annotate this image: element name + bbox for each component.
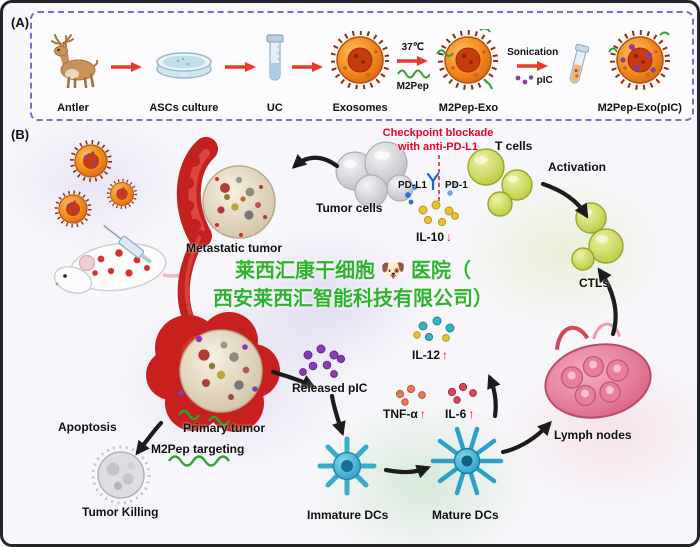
panel-a: Antler ASCs culture bbox=[30, 11, 694, 121]
activation-label: Activation bbox=[548, 160, 607, 174]
step-label-ascs: ASCs culture bbox=[149, 102, 219, 114]
il12-label: IL-12↑ bbox=[412, 348, 448, 362]
lymph-nodes-illustration bbox=[544, 322, 652, 419]
m2pep-exo-icon bbox=[436, 28, 500, 91]
tumor-cells-label: Tumor cells bbox=[316, 201, 383, 215]
released-pic-molecules bbox=[299, 344, 346, 378]
pic-label: pIC bbox=[536, 74, 553, 86]
arrow-right-icon bbox=[396, 55, 428, 66]
il10-label: IL-10↓ bbox=[416, 230, 452, 244]
antler-icon-box bbox=[42, 19, 104, 100]
arrow-right-icon bbox=[110, 61, 142, 72]
il10-molecules bbox=[418, 200, 459, 227]
checkpoint-line2: with anti-PD-L1 bbox=[397, 141, 479, 154]
pd-1-label: PD-1 bbox=[445, 180, 468, 191]
up-arrow-red: ↑ bbox=[419, 407, 426, 421]
lymph-nodes-label: Lymph nodes bbox=[554, 428, 632, 442]
immature-dcs-label: Immature DCs bbox=[307, 508, 389, 522]
m2pep-targeting-label: M2Pep targeting bbox=[151, 442, 245, 456]
arrow-2 bbox=[225, 19, 257, 114]
panel-a-label: (A) bbox=[11, 15, 30, 30]
il12-molecules bbox=[413, 316, 455, 342]
pd-1-dots bbox=[447, 182, 458, 196]
tumor-killing-illustration bbox=[91, 445, 151, 505]
arrow-3 bbox=[292, 19, 324, 114]
m2pep-exo-icon-box bbox=[436, 19, 500, 100]
primary-tumor-label: Primary tumor bbox=[183, 421, 266, 435]
immature-dc-illustration bbox=[317, 436, 377, 496]
m2pep-peptide-icon bbox=[396, 69, 430, 78]
sonication-tube-icon bbox=[569, 43, 590, 84]
il6-label: IL-6↑ bbox=[445, 407, 474, 421]
t-cells-label: T cells bbox=[495, 139, 533, 153]
watermark-line2: 西安莱西汇智能科技有限公司） bbox=[213, 288, 493, 310]
t-cells-illustration bbox=[467, 148, 533, 217]
tumor-cells-illustration bbox=[335, 141, 418, 208]
released-pic-label: Released pIC bbox=[292, 381, 368, 395]
step-m2pep-exo-pic: M2Pep-Exo(pIC) bbox=[598, 19, 682, 114]
m2pep-exo-pic-icon bbox=[607, 28, 673, 92]
exosome-particles-illustration bbox=[54, 140, 138, 228]
il12-text: IL-12 bbox=[412, 348, 441, 362]
arrow-1 bbox=[110, 19, 143, 114]
il6-molecules bbox=[447, 382, 477, 404]
apoptosis-label: Apoptosis bbox=[58, 420, 117, 434]
arrow-right-icon bbox=[225, 61, 257, 72]
exosome-icon bbox=[331, 31, 389, 89]
centrifuge-tube-icon bbox=[266, 33, 284, 81]
syringe-icon bbox=[103, 224, 152, 264]
step-label-antler: Antler bbox=[57, 102, 89, 114]
pic-molecule-icon bbox=[515, 75, 533, 85]
arrow-5-with-conditions: Sonication pIC bbox=[507, 19, 558, 114]
mature-dcs-label: Mature DCs bbox=[432, 508, 499, 522]
step-antler: Antler bbox=[42, 19, 104, 114]
exosome-icon-box bbox=[331, 19, 389, 100]
step-uc: UC bbox=[264, 19, 286, 114]
step-exosomes: Exosomes bbox=[331, 19, 389, 114]
down-arrow-red: ↓ bbox=[446, 230, 453, 244]
flow-arrows bbox=[135, 153, 618, 479]
arrow-right-icon bbox=[292, 61, 324, 72]
m2pep-label: M2Pep bbox=[396, 80, 429, 92]
watermark: 莱西汇康干细胞 🐶 医院（ 西安莱西汇智能科技有限公司） bbox=[113, 257, 593, 313]
mature-dc-illustration bbox=[430, 426, 504, 496]
step-ascs-culture: ASCs culture bbox=[149, 19, 218, 114]
sonication-label: Sonication bbox=[507, 47, 559, 58]
tnf-label: TNF-α↑ bbox=[383, 407, 426, 421]
anti-pd-l1-antibody-icon bbox=[426, 172, 440, 191]
petri-dish-icon bbox=[156, 51, 212, 79]
step-label-exosomes: Exosomes bbox=[332, 102, 388, 114]
tumor-killing-label: Tumor Killing bbox=[82, 505, 159, 519]
il6-text: IL-6 bbox=[445, 407, 467, 421]
up-arrow-red: ↑ bbox=[442, 348, 449, 362]
checkpoint-line1: Checkpoint blockade bbox=[382, 127, 494, 139]
petri-icon-box bbox=[152, 19, 216, 100]
checkpoint-blockade-label: Checkpoint blockade with anti-PD-L1 bbox=[368, 126, 508, 155]
arrow-4-with-conditions: 37℃ M2Pep bbox=[396, 19, 430, 114]
m2pep-exo-pic-icon-box bbox=[607, 19, 673, 100]
panel-b-art bbox=[53, 137, 652, 505]
deer-icon bbox=[51, 33, 99, 88]
il10-text: IL-10 bbox=[416, 230, 445, 244]
panel-b-label: (B) bbox=[11, 127, 30, 142]
sonication-tube-box bbox=[565, 19, 591, 114]
tnf-molecules bbox=[395, 384, 426, 406]
primary-tumor-illustration bbox=[146, 312, 280, 432]
m2pep-squiggle bbox=[168, 455, 230, 467]
tnf-text: TNF-α bbox=[383, 407, 418, 421]
temperature-label: 37℃ bbox=[401, 41, 424, 53]
up-arrow-red: ↑ bbox=[468, 407, 475, 421]
step-m2pep-exo: M2Pep-Exo bbox=[436, 19, 500, 114]
step-label-m2pep-exo-pic: M2Pep-Exo(pIC) bbox=[597, 102, 682, 114]
step-label-uc: UC bbox=[266, 102, 283, 114]
pd-l1-label: PD-L1 bbox=[398, 180, 427, 191]
arrow-right-icon bbox=[516, 61, 548, 71]
step-sonication-tube bbox=[565, 19, 591, 114]
watermark-line1: 莱西汇康干细胞 🐶 医院（ bbox=[234, 260, 471, 282]
step-label-m2pep-exo: M2Pep-Exo bbox=[438, 102, 499, 114]
tube-icon-box bbox=[264, 19, 286, 100]
metastatic-tumor-label: Metastatic tumor bbox=[186, 241, 283, 255]
pic-annotation: pIC bbox=[513, 74, 553, 86]
